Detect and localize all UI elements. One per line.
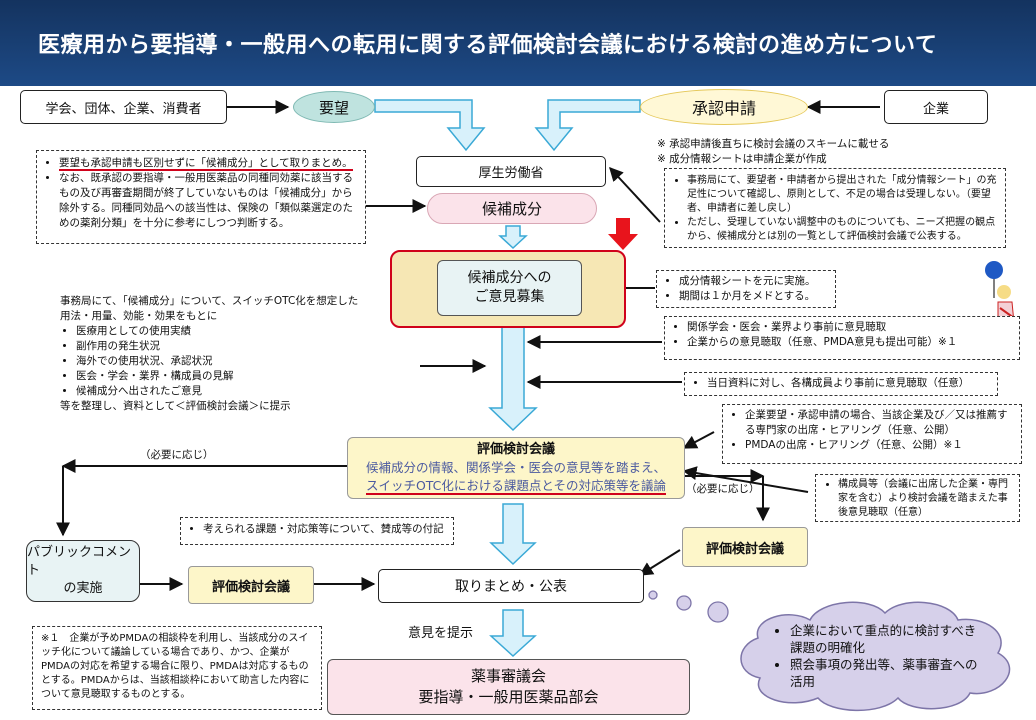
secretariat-intro: 事務局にて、「候補成分」について、スイッチOTC化を想定した用法・用量、効能・効… (60, 295, 359, 322)
meeting-line: スイッチOTC化における課題点とその対応策等を議論 (365, 478, 667, 495)
hearing-notes: 関係学会・医会・業界より事前に意見聴取 企業からの意見聴取（任意、PMDA意見も… (664, 316, 1020, 360)
candidate-down-arrow (498, 225, 528, 250)
request-flow-arrow (374, 99, 486, 152)
highlight-red-arrow (608, 218, 638, 250)
cloud-item: 照会事項の発出等、薬事審査への活用 (790, 656, 986, 690)
thought-cloud-icon (648, 590, 1011, 712)
top-right-note: ※ 承認申請後直ちに検討会議のスキームに載せる (657, 138, 890, 150)
meeting-small-left: 評価検討会議 (188, 566, 314, 604)
approval-flow-arrow (534, 99, 641, 152)
meeting-down-arrow (489, 503, 537, 566)
company-note: 企業要望・承認申請の場合、当該企業及び／又は推薦する専門家の出席・ヒアリング（任… (745, 408, 1013, 438)
right-note: ただし、受理していない調整中のものについても、ニーズ把握の観点から、候補成分とは… (687, 216, 997, 244)
page-title: 医療用から要指導・一般用への転用に関する評価検討会議における検討の進め方について (38, 33, 938, 58)
council-box: 薬事審議会 要指導・一般用医薬品部会 (327, 659, 690, 715)
public-comment-line: の実施 (63, 581, 103, 596)
company-box: 企業 (884, 90, 988, 124)
opinion-box: 候補成分への ご意見募集 (437, 260, 582, 316)
public-comment-box: パブリックコメント の実施 (26, 540, 140, 602)
secretariat-item: 候補成分へ出されたご意見 (76, 384, 366, 399)
right-note: 事務局にて、要望者・申請者から提出された「成分情報シート」の充足性について確認し… (687, 174, 997, 216)
meeting-small-right: 評価検討会議 (682, 527, 808, 567)
opinion-line: ご意見募集 (474, 289, 545, 305)
cloud-text: 企業において重点的に検討すべき課題の明確化 照会事項の発出等、薬事審査への活用 (776, 622, 986, 690)
requesters-box: 学会、団体、企業、消費者 (20, 90, 227, 124)
meeting-box: 評価検討会議 候補成分の情報、関係学会・医会の意見等を踏まえ、 スイッチOTC化… (347, 437, 685, 499)
as-needed-right: （必要に応じ） (686, 483, 760, 495)
main-down-arrow (488, 325, 538, 432)
header-bar (0, 0, 1036, 86)
secretariat-item: 医会・学会・業界・構成員の見解 (76, 369, 366, 384)
council-line: 薬事審議会 (470, 667, 546, 685)
summary-down-arrow (489, 609, 537, 658)
opinion-note: 期間は１か月をメドとする。 (679, 289, 827, 304)
right-top-notes: 事務局にて、要望者・申請者から提出された「成分情報シート」の充足性について確認し… (664, 168, 1006, 248)
secretariat-outro: 等を整理し、資料として＜評価検討会議＞に提示 (60, 400, 291, 412)
company-note: PMDAの出席・ヒアリング（任意、公開）※１ (745, 438, 1013, 453)
meeting-title: 評価検討会議 (476, 442, 555, 457)
opinion-note: 成分情報シートを元に実施。 (679, 274, 827, 289)
as-needed-left: （必要に応じ） (140, 449, 214, 461)
approval-oval: 承認申請 (640, 89, 808, 125)
hearing-note: 企業からの意見聴取（任意、PMDA意見も提出可能）※１ (687, 335, 1011, 350)
opinion-notes: 成分情報シートを元に実施。 期間は１か月をメドとする。 (656, 270, 836, 308)
council-line: 要指導・一般用医薬品部会 (418, 688, 599, 706)
day-note-text: 当日資料に対し、各構成員より事前に意見聴取（任意） (707, 376, 989, 391)
secretariat-item: 副作用の発生状況 (76, 339, 366, 354)
left-top-notes: 要望も承認申請も区別せずに「候補成分」として取りまとめ。 なお、既承認の要指導・… (36, 150, 366, 244)
opinion-line: 候補成分への (467, 270, 552, 286)
cloud-item: 企業において重点的に検討すべき課題の明確化 (790, 622, 986, 656)
meeting-line: 候補成分の情報、関係学会・医会の意見等を踏まえ、 (365, 460, 666, 475)
opinion-present-label: 意見を提示 (408, 626, 474, 641)
member-note-text: 構成員等（会議に出席した企業・専門家を含む）より検討会議を踏まえた事後意見聴取（… (838, 478, 1011, 520)
top-right-note: ※ 成分情報シートは申請企業が作成 (657, 153, 827, 165)
left-note: 要望も承認申請も区別せずに「候補成分」として取りまとめ。 (59, 156, 357, 171)
hearing-note: 関係学会・医会・業界より事前に意見聴取 (687, 320, 1011, 335)
company-notes: 企業要望・承認申請の場合、当該企業及び／又は推薦する専門家の出席・ヒアリング（任… (722, 404, 1022, 464)
request-oval: 要望 (293, 91, 375, 123)
summary-box: 取りまとめ・公表 (378, 569, 644, 603)
secretariat-item: 海外での使用状況、承認状況 (76, 354, 366, 369)
footnote: ※１ 企業が予めPMDAの相談枠を利用し、当該成分のスイッチ化について議論してい… (32, 626, 322, 710)
member-note: 構成員等（会議に出席した企業・専門家を含む）より検討会議を踏まえた事後意見聴取（… (815, 474, 1020, 522)
issue-note-text: 考えられる課題・対応策等について、賛成等の付記 (203, 522, 445, 537)
secretariat-item: 医療用としての使用実績 (76, 324, 366, 339)
issue-note: 考えられる課題・対応策等について、賛成等の付記 (180, 517, 454, 545)
top-right-notes: ※ 承認申請後直ちに検討会議のスキームに載せる ※ 成分情報シートは申請企業が作… (657, 137, 957, 167)
mhlw-box: 厚生労働省 (416, 156, 606, 187)
left-note: なお、既承認の要指導・一般用医薬品の同種同効薬に該当するもの及び再審査期間が終了… (59, 171, 357, 231)
candidate-box: 候補成分 (427, 193, 597, 224)
secretariat-text: 事務局にて、「候補成分」について、スイッチOTC化を想定した用法・用量、効能・効… (60, 294, 366, 414)
public-comment-line: パブリックコメント (27, 545, 132, 578)
day-note: 当日資料に対し、各構成員より事前に意見聴取（任意） (684, 372, 998, 396)
